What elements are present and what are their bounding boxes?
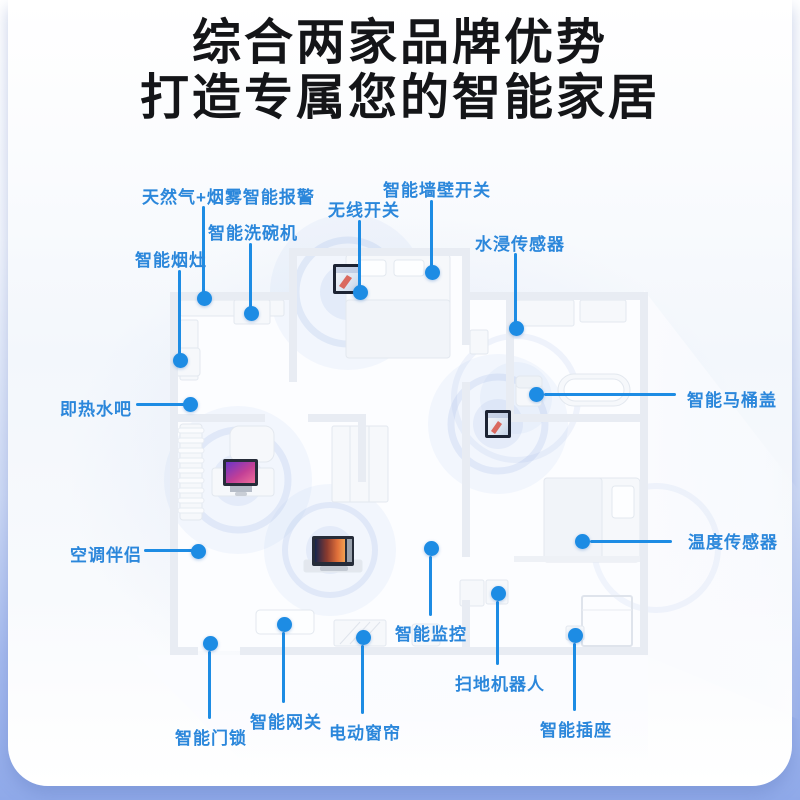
callout-line-smart-monitor (429, 556, 432, 616)
bed2-pillow (611, 485, 635, 519)
promo-card: 综合两家品牌优势 打造专属您的智能家居 (8, 0, 800, 786)
callout-label-gateway: 智能网关 (250, 713, 322, 732)
callout-label-ac-companion: 空调伴侣 (70, 546, 142, 565)
callout-label-gas-smoke-alarm: 天然气+烟雾智能报警 (142, 188, 315, 207)
callout-dot-toilet-lid (528, 386, 544, 402)
callout-line-gateway (282, 632, 285, 703)
callout-line-hot-water-bar (136, 403, 186, 406)
callout-dot-water-sensor (508, 320, 524, 336)
callout-dot-gas-smoke-alarm (196, 290, 212, 306)
roof-plane (644, 290, 800, 720)
callout-dot-gateway (276, 616, 292, 632)
floorplan-svg (68, 210, 800, 768)
camera-device (411, 623, 441, 647)
callout-label-toilet-lid: 智能马桶盖 (687, 391, 777, 410)
toilet-lid-shape (515, 375, 543, 389)
callout-line-smart-stove (178, 270, 181, 360)
callout-dot-electric-curtain (355, 629, 371, 645)
walls (170, 248, 648, 655)
callout-line-gas-smoke-alarm (202, 206, 205, 298)
callout-dot-smart-socket (567, 627, 583, 643)
callout-line-smart-socket (573, 643, 576, 711)
callout-label-hot-water-bar: 即热水吧 (60, 400, 132, 419)
callout-dot-hot-water-bar (182, 396, 198, 412)
callout-layer: 天然气+烟雾智能报警智能洗碗机智能烟灶无线开关智能墙壁开关水浸传感器即热水吧智能… (8, 0, 800, 800)
bed1-pillow-right (393, 259, 425, 277)
storage-cube (581, 595, 633, 647)
callout-line-electric-curtain (361, 645, 364, 714)
callout-dot-sweeping-robot (490, 585, 506, 601)
callout-dot-temp-sensor (574, 533, 590, 549)
callout-line-toilet-lid (544, 393, 676, 396)
callout-label-electric-curtain: 电动窗帘 (329, 724, 401, 743)
callout-dot-dishwasher (243, 305, 259, 321)
title-line-1: 综合两家品牌优势 (191, 16, 608, 70)
callout-label-water-sensor: 水浸传感器 (475, 235, 565, 254)
callout-dot-smart-stove (172, 352, 188, 368)
callout-label-smart-monitor: 智能监控 (395, 625, 467, 644)
callout-label-door-lock: 智能门锁 (175, 729, 247, 748)
callout-line-sweeping-robot (496, 601, 499, 665)
callout-label-sweeping-robot: 扫地机器人 (455, 675, 545, 694)
callout-label-smart-socket: 智能插座 (540, 721, 612, 740)
callout-dot-wireless-switch (352, 284, 368, 300)
callout-line-dishwasher (249, 243, 252, 313)
hall-table (459, 579, 485, 607)
callout-line-wireless-switch (358, 220, 361, 292)
callout-line-water-sensor (514, 253, 517, 328)
tv-screen-icon (312, 536, 354, 571)
callout-dot-wall-switch (424, 264, 440, 280)
callout-line-ac-companion (144, 549, 194, 552)
title-line-2: 打造专属您的智能家居 (139, 70, 660, 125)
callout-label-wireless-switch: 无线开关 (328, 201, 400, 220)
callout-label-wall-switch: 智能墙壁开关 (383, 181, 491, 200)
page-title: 综合两家品牌优势 打造专属您的智能家居 (8, 16, 792, 126)
thermostat-screen-icon (223, 459, 258, 496)
callout-dot-ac-companion (190, 543, 206, 559)
callout-dot-door-lock (202, 635, 218, 651)
callout-label-dishwasher: 智能洗碗机 (208, 224, 298, 243)
toilet-room-screen-icon (485, 410, 511, 438)
callout-line-temp-sensor (590, 540, 672, 543)
callout-dot-smart-monitor (423, 540, 439, 556)
floor-apron-plane (136, 655, 648, 768)
callout-label-smart-stove: 智能烟灶 (135, 251, 207, 270)
callout-line-door-lock (208, 651, 211, 719)
blind-slat-1 (339, 621, 361, 645)
bed1-blanket (345, 299, 451, 359)
callout-label-temp-sensor: 温度传感器 (688, 533, 778, 552)
callout-line-wall-switch (430, 200, 433, 272)
